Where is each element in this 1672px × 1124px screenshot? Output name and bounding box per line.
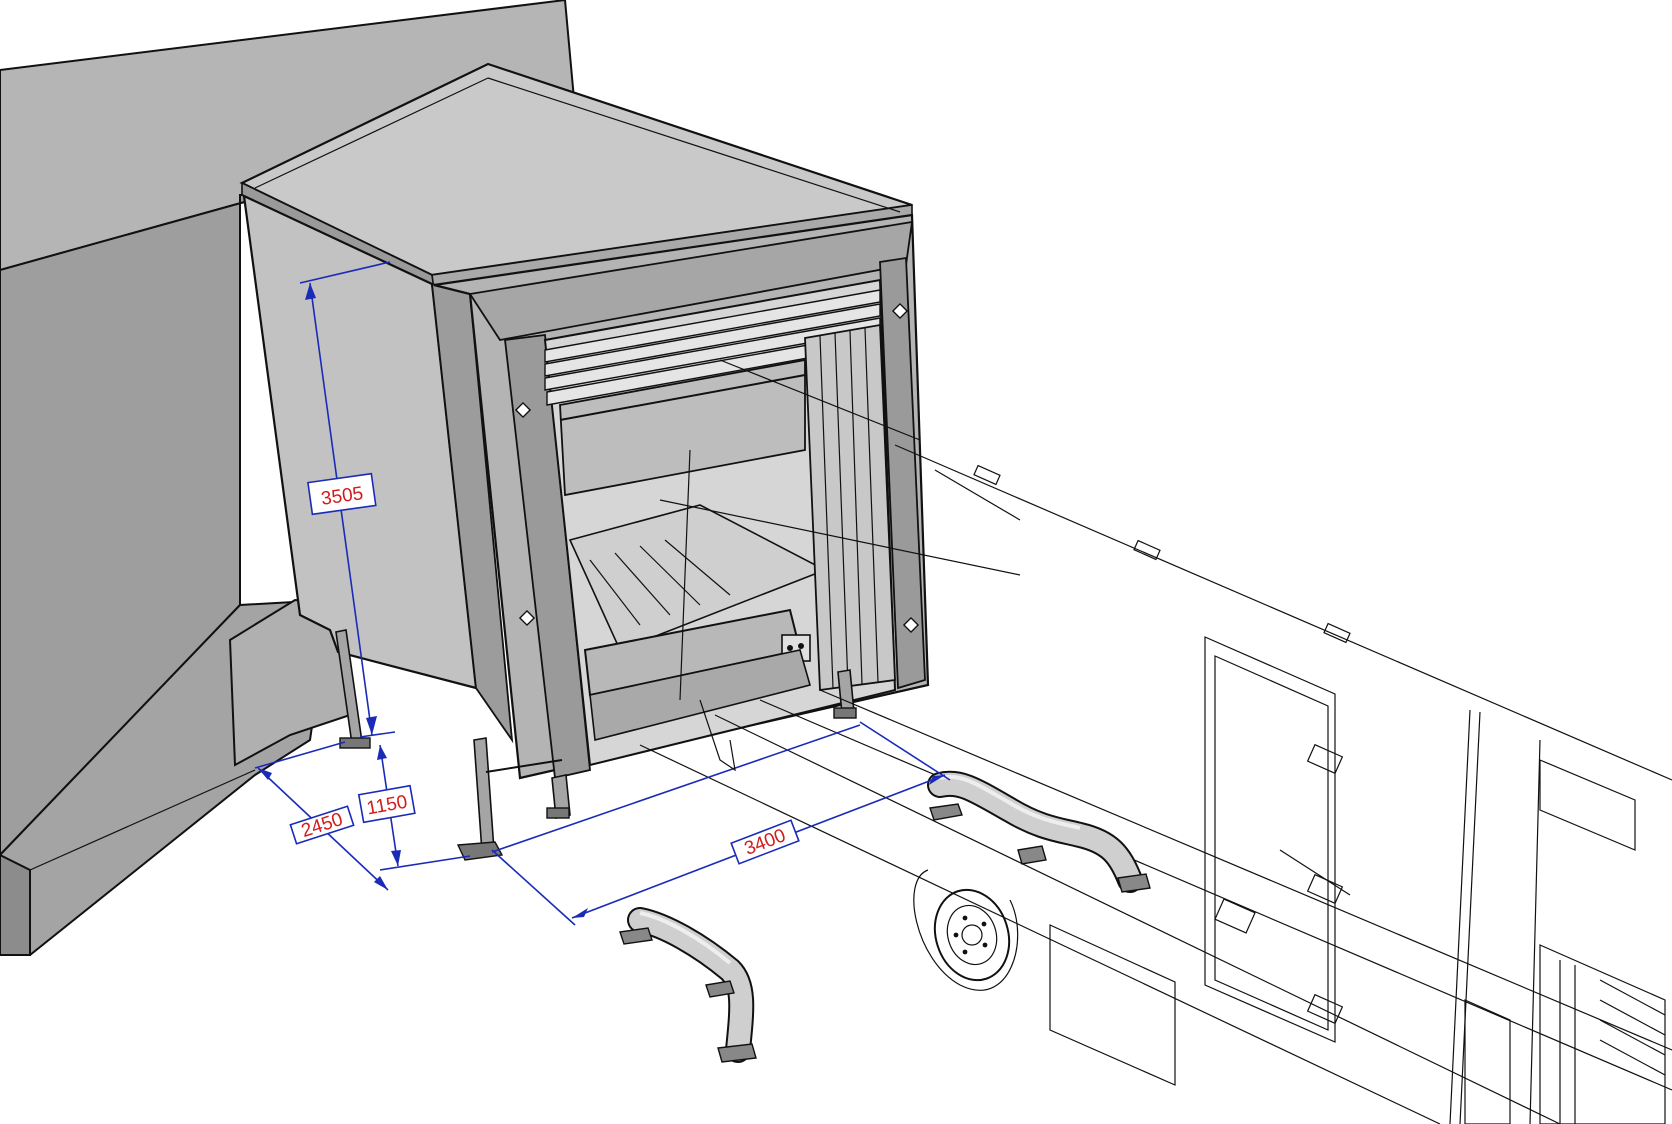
frame-marker-icon	[518, 609, 536, 627]
frame-right-post	[879, 256, 926, 690]
dimension-label-width: 3400	[742, 825, 789, 860]
dimension-depth: 2450	[254, 741, 389, 891]
wheel-guide-left	[619, 907, 757, 1063]
trailer-top-edge	[894, 444, 1672, 781]
wheel-guide-right	[927, 770, 1151, 893]
frame-marker-icon	[514, 401, 532, 419]
control-knob-icon	[787, 645, 793, 651]
control-knob-icon	[798, 643, 804, 649]
shelter-front-frame	[433, 213, 930, 780]
shelter-side-panel	[242, 194, 514, 744]
frame-marker-icon	[891, 302, 909, 320]
building-wall	[0, 0, 582, 956]
roof-inner-edge	[254, 77, 489, 189]
trailer-bottom-edge	[639, 744, 1441, 1124]
leg-brace	[485, 759, 563, 773]
side-curtain-right	[804, 323, 896, 692]
truck-door	[1204, 636, 1336, 1043]
overhead-door-panel	[559, 358, 806, 497]
top-seal-slats	[544, 289, 881, 406]
plinth-edge	[29, 769, 256, 871]
dimension-width: 3400	[491, 721, 951, 926]
construction-lines	[659, 359, 1021, 772]
building-plinth	[0, 853, 31, 956]
dimension-platform-height: 1150	[357, 744, 471, 871]
frame-marker-icon	[902, 616, 920, 634]
truck-outline	[639, 444, 1672, 1124]
truck-wheel	[913, 869, 1019, 991]
floor-plates	[589, 539, 731, 626]
door-panel-edge	[559, 374, 806, 421]
leveller-lip	[589, 649, 811, 742]
dimension-height: 3505	[299, 261, 396, 738]
frame-left-post	[504, 333, 591, 780]
roof-inner-edge-right	[487, 77, 901, 213]
